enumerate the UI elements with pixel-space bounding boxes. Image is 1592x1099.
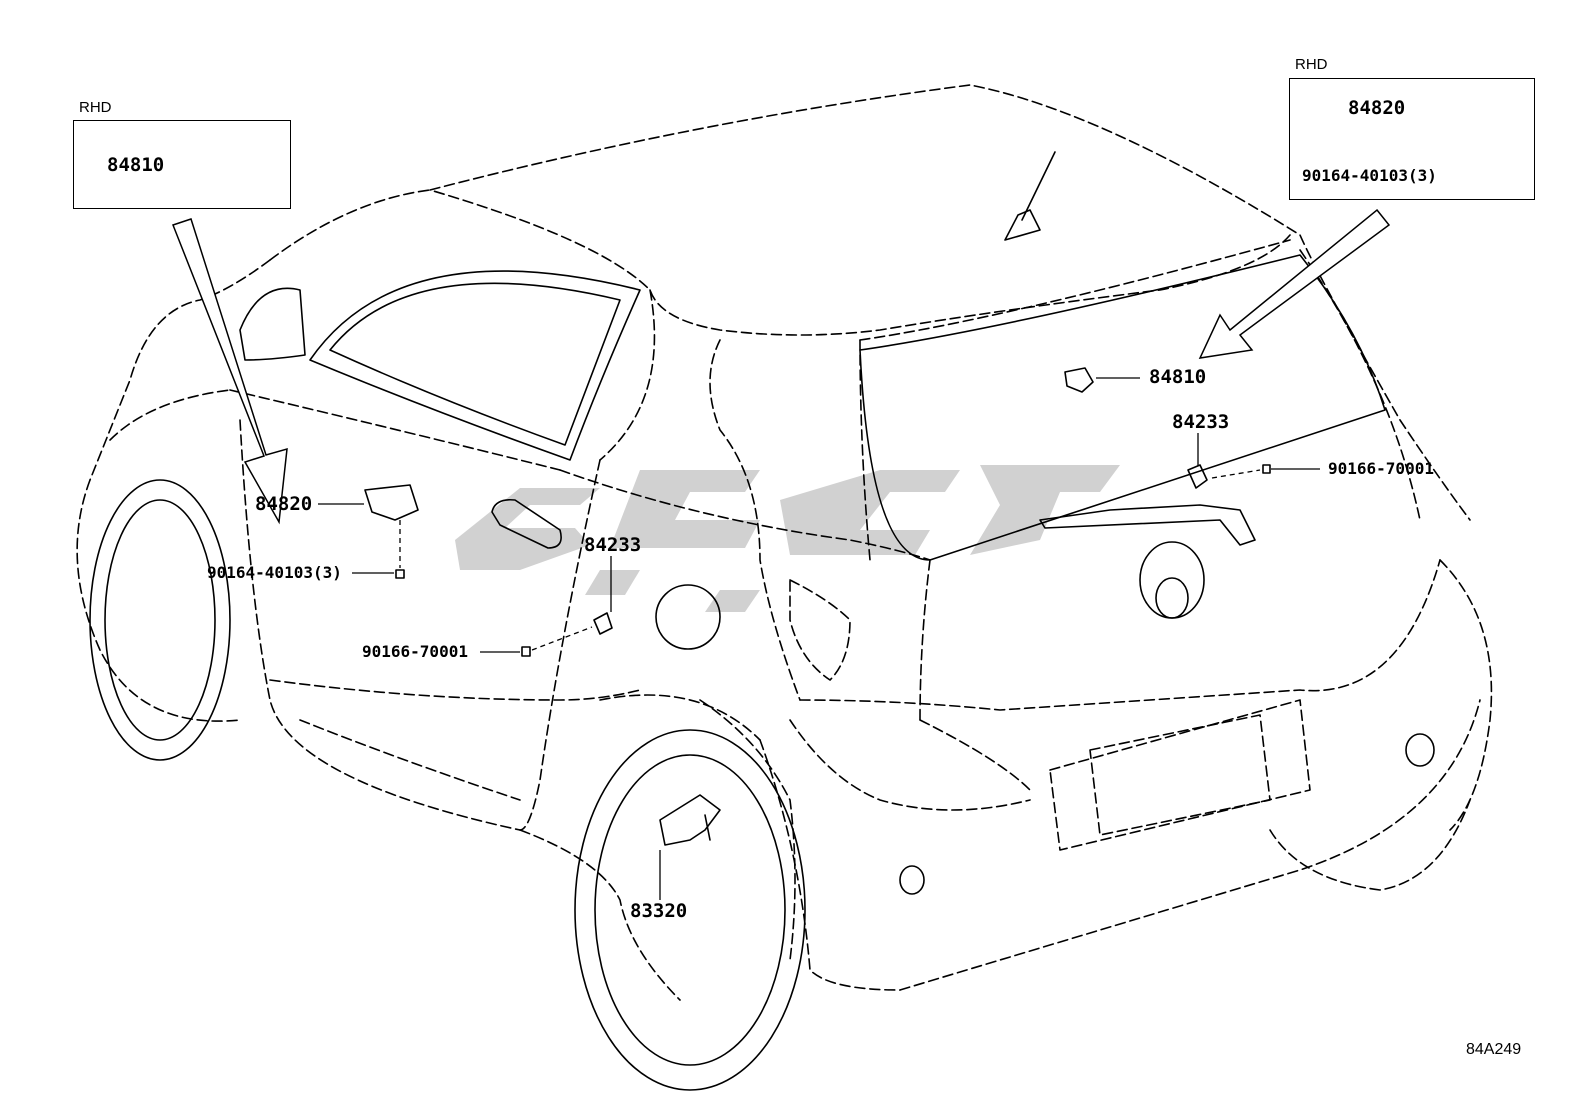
door-sensor-bolt-label[interactable]: 90166-70001 — [362, 642, 468, 661]
watermark-logo — [455, 465, 1120, 612]
rear-sensor-label[interactable]: 84233 — [1172, 411, 1230, 433]
body-outline — [76, 84, 1493, 1001]
inset-right-bolt-label[interactable]: 90164-40103(3) — [1302, 166, 1437, 185]
arrow-right — [1198, 208, 1391, 359]
inset-right-heading: RHD — [1295, 56, 1328, 73]
illustration-code: 84A249 — [1466, 1041, 1522, 1058]
inset-left-part-label[interactable]: 84810 — [107, 154, 165, 176]
arrow-left — [172, 218, 288, 525]
rear-sensor-bolt-label[interactable]: 90166-70001 — [1328, 459, 1434, 478]
door-switch-bolt-label[interactable]: 90164-40103(3) — [207, 563, 342, 582]
rear-switch-label[interactable]: 84810 — [1149, 366, 1207, 388]
inset-box-left — [73, 120, 291, 209]
inset-box-right — [1289, 78, 1535, 200]
door-switch-label[interactable]: 84820 — [255, 493, 313, 515]
door-sensor-label[interactable]: 84233 — [584, 534, 642, 556]
inset-left-heading: RHD — [79, 99, 112, 116]
pointer-arrows — [172, 208, 1391, 525]
solid-details — [89, 85, 1507, 1091]
inset-right-part-label[interactable]: 84820 — [1348, 97, 1406, 119]
wheel-sensor-label[interactable]: 83320 — [630, 900, 688, 922]
